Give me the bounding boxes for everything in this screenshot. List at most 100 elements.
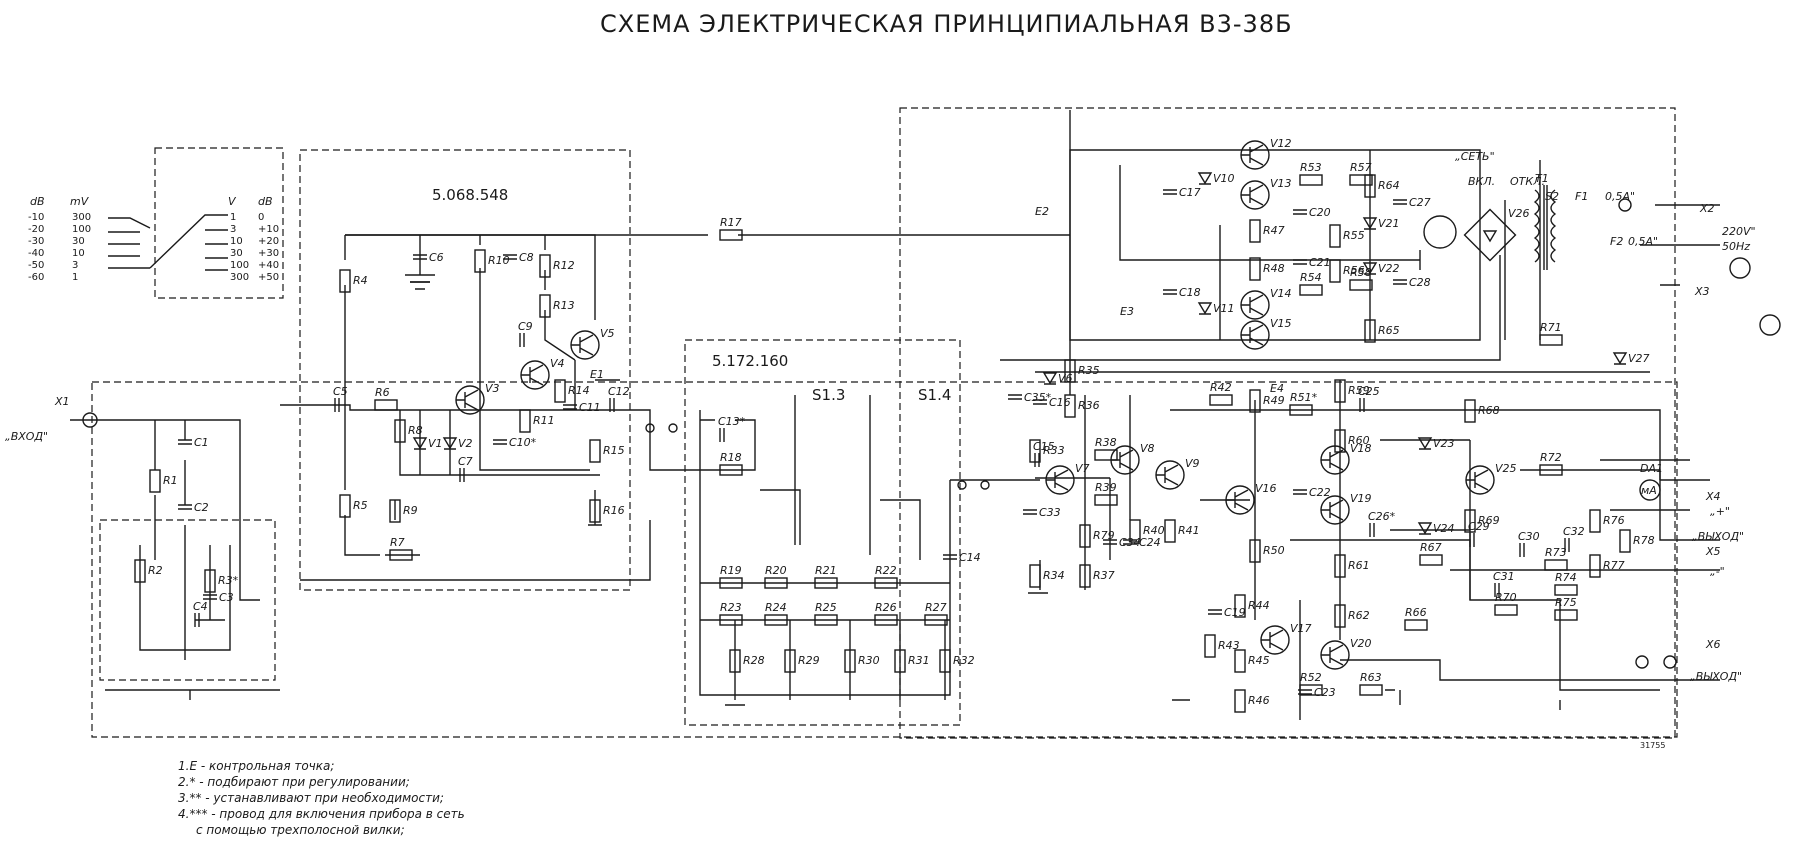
capacitor-c17: C17 [1163,186,1201,199]
svg-text:C2: C2 [194,501,209,514]
capacitor-c5: C5 [333,385,348,412]
semiconductor-v13: V13 [1240,177,1292,210]
svg-text:R66: R66 [1405,606,1427,619]
resistor-r5: R5 [339,494,368,518]
label-f1: F1 [1575,190,1588,203]
divider-frame [99,519,276,681]
transformer-t1 [1533,185,1557,270]
resistor-r47: R47 [1249,219,1285,243]
note-4: 4.*** - провод для включения прибора в с… [178,807,465,821]
semiconductor-v26: V26 [1463,207,1530,262]
svg-text:R4: R4 [353,274,368,287]
svg-text:R22: R22 [875,564,897,577]
svg-text:R70: R70 [1495,591,1517,604]
svg-text:R29: R29 [798,654,820,667]
capacitor-c6: C6 [413,251,444,264]
svg-text:R47: R47 [1263,224,1285,237]
resistor-r12: R12 [539,254,575,278]
svg-text:R26: R26 [875,601,897,614]
svg-text:C20: C20 [1309,206,1331,219]
semiconductor-v21: V21 [1362,217,1400,230]
diagram-title: СХЕМА ЭЛЕКТРИЧЕСКАЯ ПРИНЦИПИАЛЬНАЯ В3-38… [600,10,1293,38]
semiconductor-v10: V10 [1197,172,1235,185]
resistor-r61: R61 [1334,554,1370,578]
svg-text:R23: R23 [720,601,742,614]
resistor-r41: R41 [1164,519,1200,543]
block-label-s13: S1.3 [812,386,845,404]
resistor-r9: R9 [389,499,418,523]
svg-text:V8: V8 [1140,442,1155,455]
svg-text:C11: C11 [579,401,601,414]
resistor-r54: R54 [1299,271,1323,296]
capacitor-c24: C24 [1123,536,1161,549]
resistor-r29: R29 [784,649,820,673]
resistor-r36: R36 [1064,394,1100,418]
semiconductor-v19: V19 [1320,492,1372,525]
capacitor-c29: C29 [1468,520,1490,547]
label-x3: X3 [1694,285,1710,298]
resistor-r26: R26 [874,601,898,626]
resistor-r76: R76 [1589,509,1625,533]
capacitor-c14: C14 [943,551,981,564]
notes: 1.Е - контрольная точка; 2.* - подбирают… [178,759,465,837]
label-input: „ВХОД" [5,430,48,443]
svg-text:C25: C25 [1358,385,1380,398]
semiconductor-v3: V3 [455,382,500,415]
resistor-r59: R59 [1334,379,1370,403]
svg-text:R74: R74 [1555,571,1577,584]
svg-text:V16: V16 [1255,482,1277,495]
svg-text:C7: C7 [458,455,473,468]
svg-text:R9: R9 [403,504,418,517]
resistor-r16: R16 [589,499,625,523]
resistor-r51: R51* [1289,391,1318,416]
svg-text:R72: R72 [1540,451,1562,464]
svg-text:R69: R69 [1478,514,1500,527]
resistor-r62: R62 [1334,604,1370,628]
resistor-r43: R43 [1204,634,1240,658]
svg-text:V15: V15 [1270,317,1292,330]
range-table-frame [154,147,284,299]
svg-text:R13: R13 [553,299,575,312]
svg-text:V22: V22 [1378,262,1400,275]
label-out1: „ВЫХОД" [1692,530,1744,543]
svg-text:C15: C15 [1033,440,1055,453]
svg-text:R54: R54 [1300,271,1322,284]
label-meter: мА [1641,484,1657,497]
resistor-r48: R48 [1249,257,1285,281]
block-label-s14: S1.4 [918,386,951,404]
svg-text:V23: V23 [1433,437,1455,450]
semiconductor-v9: V9 [1155,457,1200,490]
svg-text:C18: C18 [1179,286,1201,299]
label-x2: X2 [1699,202,1715,215]
range-cell-v: 300 [230,272,249,283]
svg-text:V2: V2 [458,437,473,450]
svg-text:C19: C19 [1224,606,1246,619]
range-cell-db2: +30 [258,248,279,259]
capacitor-c31: C31 [1493,570,1515,597]
svg-text:R35: R35 [1078,364,1100,377]
capacitor-c16: C16 [1033,396,1071,409]
svg-text:C34: C34 [1119,536,1141,549]
label-x6: X6 [1705,638,1721,651]
svg-text:R3*: R3* [218,574,239,587]
wiring [70,110,1720,720]
svg-text:R56: R56 [1343,264,1365,277]
resistor-r39: R39 [1094,481,1118,506]
resistor-r66: R66 [1404,606,1428,631]
capacitor-c4: C4 [193,600,208,627]
svg-text:V17: V17 [1290,622,1312,635]
capacitor-c2: C2 [178,501,209,514]
resistor-r21: R21 [814,564,838,589]
svg-text:C16: C16 [1049,396,1071,409]
svg-text:R33: R33 [1043,444,1065,457]
svg-text:C27: C27 [1409,196,1431,209]
label-x5: X5 [1705,545,1721,558]
capacitor-c20: C20 [1293,206,1331,219]
resistor-r63: R63 [1359,671,1383,696]
capacitor-c10: C10* [493,436,537,449]
svg-text:R10: R10 [488,254,510,267]
svg-text:R53: R53 [1300,161,1322,174]
resistor-r40: R40 [1129,519,1165,543]
resistor-r23: R23 [719,601,743,626]
label-e2: E2 [1035,205,1049,218]
